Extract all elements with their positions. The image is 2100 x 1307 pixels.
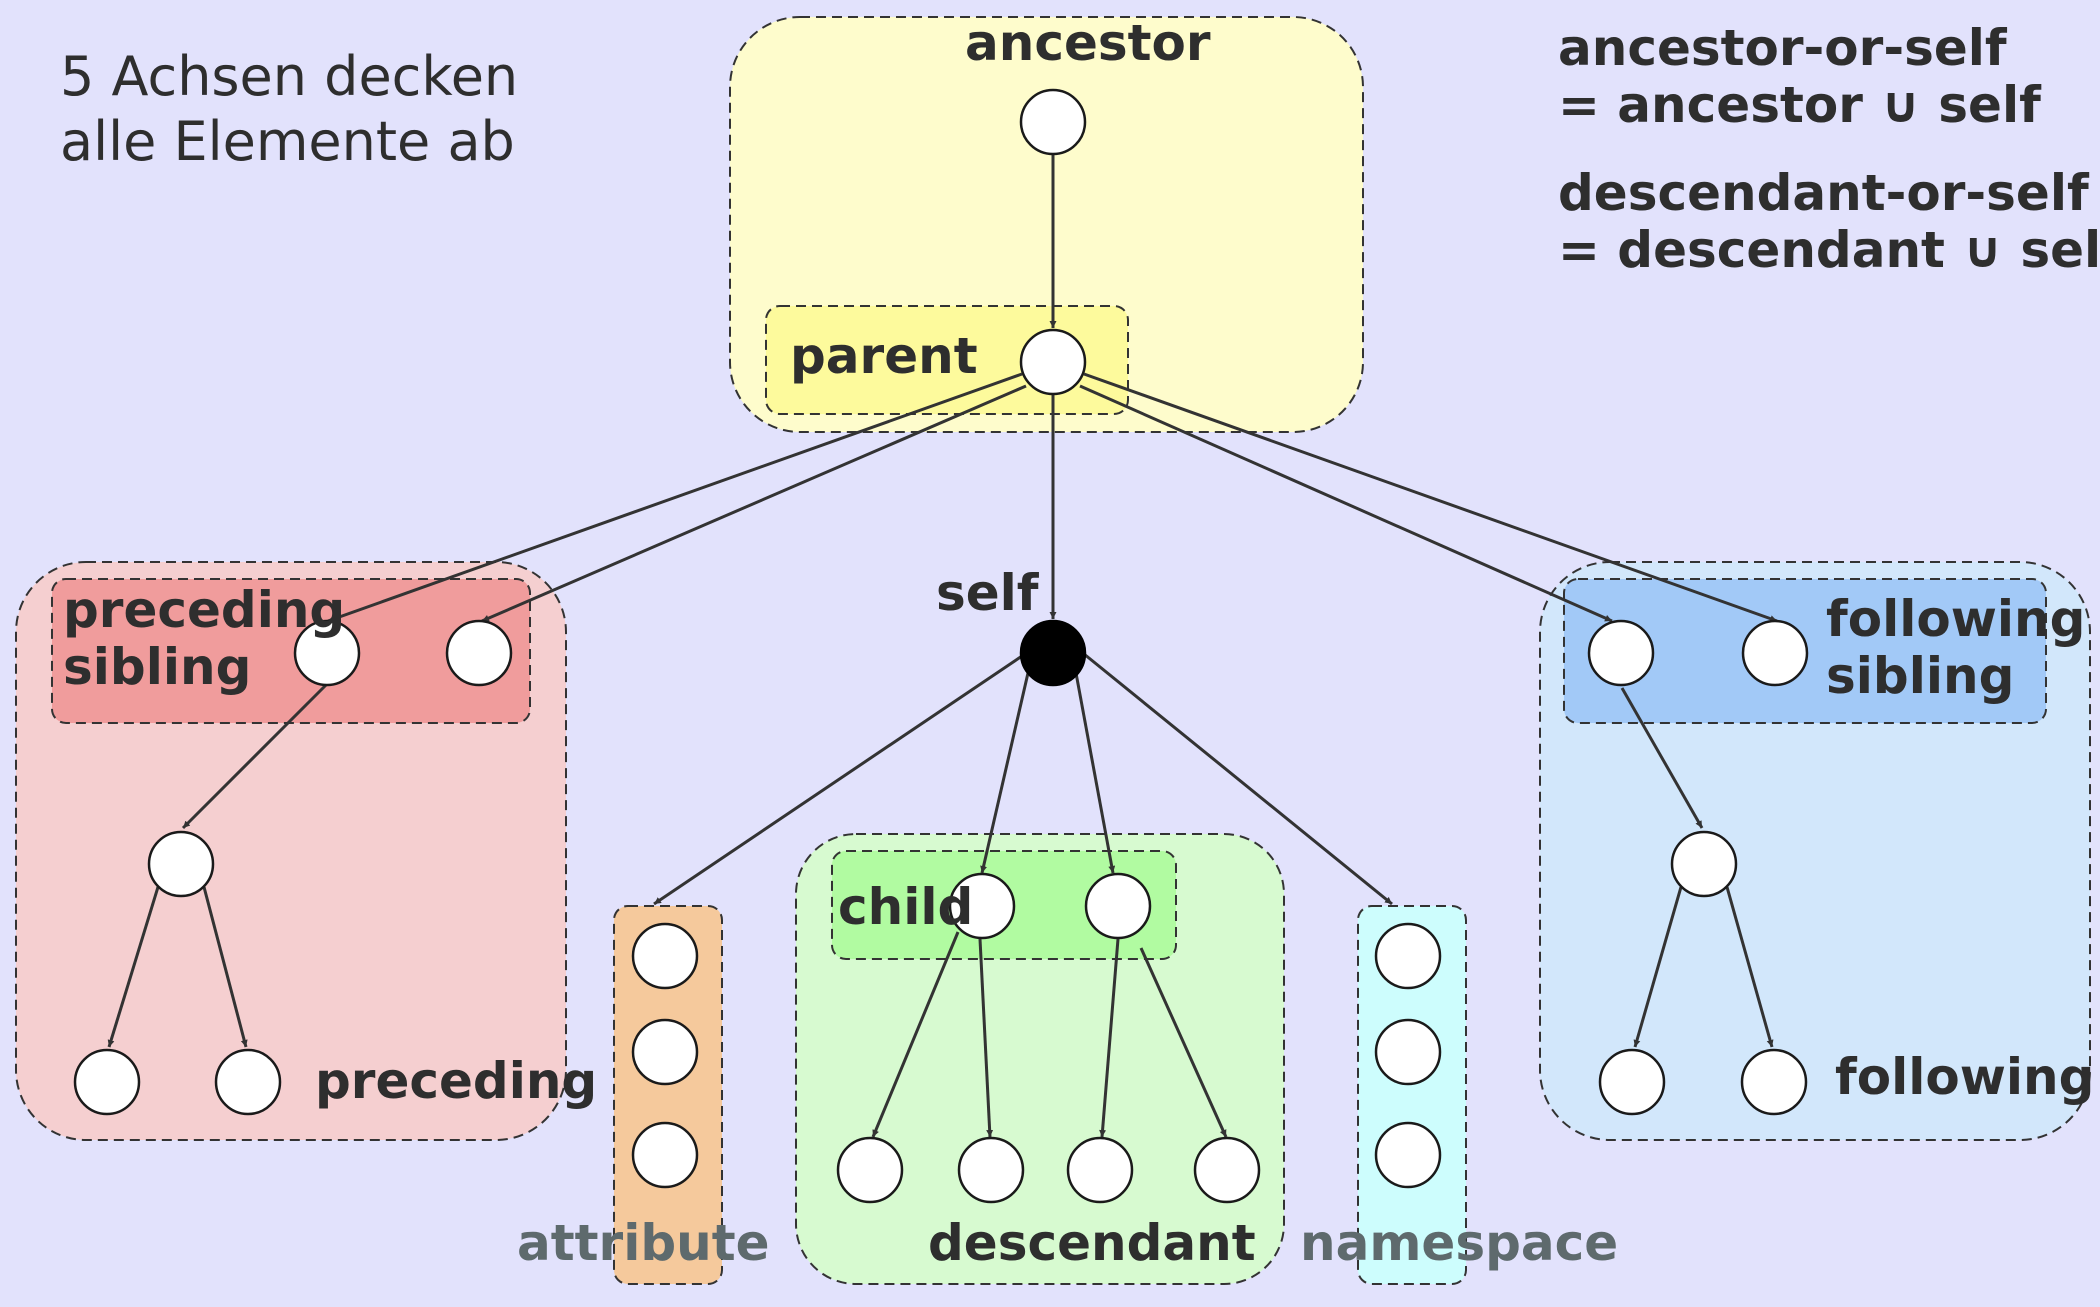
following-sibling-node-2 <box>1741 619 1809 687</box>
edge-parent-prec-sibling-1 <box>327 372 1023 623</box>
attribute-region <box>613 905 723 1285</box>
following-node-right <box>1740 1048 1808 1116</box>
following-node-mid <box>1670 830 1738 898</box>
edge-child2-desc4 <box>1139 947 1228 1138</box>
label-following: following <box>1835 1048 2094 1106</box>
edge-child1-desc2 <box>978 938 994 1138</box>
edge-prec-sibling-to-mid <box>181 683 328 830</box>
edge-child2-desc3 <box>1099 938 1120 1138</box>
edge-parent-fol-sibling-2 <box>1083 372 1778 623</box>
namespace-node-3 <box>1374 1121 1442 1189</box>
namespace-node-2 <box>1374 1018 1442 1086</box>
descendant-node-4 <box>1193 1136 1261 1204</box>
edge-prec-mid-left <box>107 886 160 1048</box>
preceding-sibling-node-1 <box>293 619 361 687</box>
child-node-2 <box>1084 872 1152 940</box>
label-self: self <box>936 564 1040 622</box>
edge-fol-mid-right <box>1725 886 1774 1048</box>
attribute-node-2 <box>631 1018 699 1086</box>
namespace-node-1 <box>1374 922 1442 990</box>
edge-fol-mid-left <box>1633 886 1683 1048</box>
edge-fol-sibling-to-mid <box>1620 687 1704 829</box>
label-preceding-sibling-2: sibling <box>63 638 251 696</box>
following-sibling-node-1 <box>1587 619 1655 687</box>
descendant-node-1 <box>836 1136 904 1204</box>
intro-line-1: 5 Achsen decken <box>60 45 518 108</box>
label-following-sibling-1: following <box>1826 590 2085 648</box>
note-ancestor-or-self-line-2: = ancestor ∪ self <box>1558 76 2042 134</box>
label-attribute: attribute <box>517 1214 770 1272</box>
edge-child1-desc1 <box>871 931 960 1138</box>
preceding-sibling-region <box>51 578 531 724</box>
ancestor-node <box>1019 88 1087 156</box>
parent-node <box>1019 328 1087 396</box>
edge-self-child-2 <box>1074 672 1116 874</box>
attribute-node-3 <box>631 1121 699 1189</box>
note-ancestor-or-self-line-1: ancestor-or-self <box>1558 19 2008 77</box>
following-node-left <box>1598 1048 1666 1116</box>
edge-prec-mid-right <box>202 886 248 1048</box>
self-node <box>1019 619 1087 687</box>
child-node-1 <box>948 872 1016 940</box>
label-child: child <box>838 878 973 936</box>
preceding-node-mid <box>147 830 215 898</box>
label-namespace: namespace <box>1300 1214 1618 1272</box>
edge-self-attribute <box>653 652 1026 906</box>
note-descendant-or-self-line-2: = descendant ∪ self <box>1558 221 2100 279</box>
edge-parent-prec-sibling-2 <box>481 384 1027 623</box>
preceding-node-left <box>73 1048 141 1116</box>
attribute-node-1 <box>631 922 699 990</box>
descendant-node-3 <box>1066 1136 1134 1204</box>
label-descendant: descendant <box>928 1214 1256 1272</box>
label-following-sibling-2: sibling <box>1826 647 2014 705</box>
edge-self-namespace <box>1083 652 1393 906</box>
preceding-node-right <box>214 1048 282 1116</box>
preceding-sibling-node-2 <box>445 619 513 687</box>
label-ancestor: ancestor <box>965 14 1211 72</box>
note-descendant-or-self-line-1: descendant-or-self <box>1558 164 2090 222</box>
label-parent: parent <box>790 327 978 385</box>
descendant-node-2 <box>957 1136 1025 1204</box>
intro-line-2: alle Elemente ab <box>60 110 515 173</box>
edge-parent-fol-sibling-1 <box>1079 384 1613 623</box>
namespace-region <box>1357 905 1467 1285</box>
label-preceding: preceding <box>315 1052 597 1110</box>
label-preceding-sibling-1: preceding <box>63 581 345 639</box>
edge-self-child-1 <box>980 672 1030 874</box>
